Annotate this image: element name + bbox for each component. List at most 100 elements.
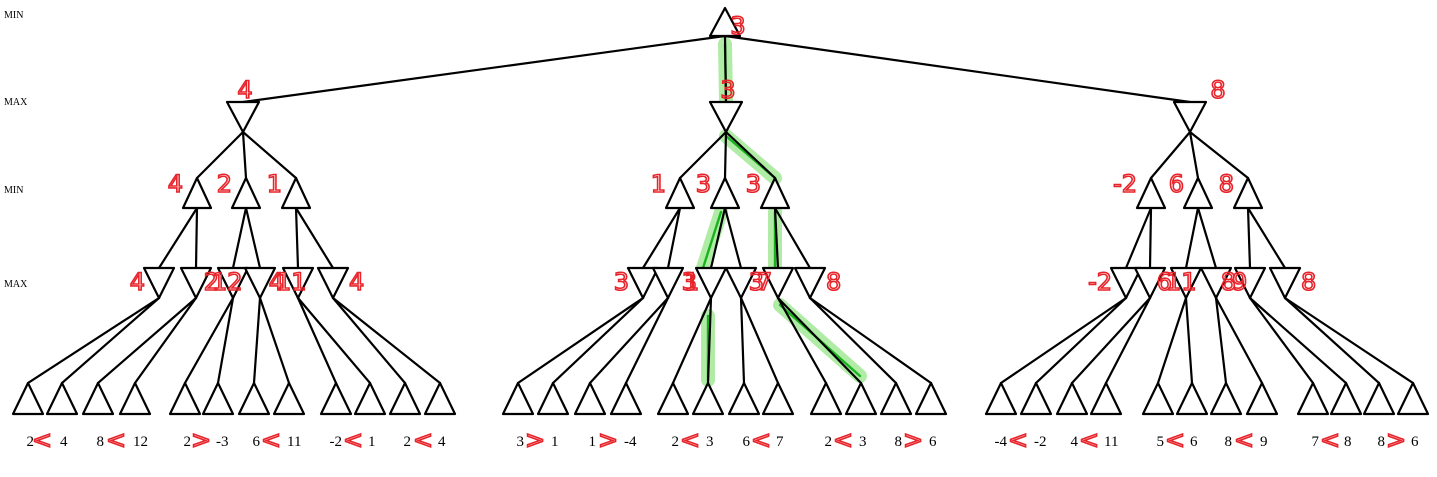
subtree-2-min-node-3 bbox=[759, 176, 791, 210]
subtree-1-leaf-value-12: 4 bbox=[438, 434, 446, 450]
subtree-1-max-node-1 bbox=[142, 266, 176, 300]
edge-max-3-2-leaf-3 bbox=[1070, 296, 1152, 385]
edge-max-1-6-leaf-12 bbox=[331, 296, 442, 385]
subtree-3-max-node-1 bbox=[1109, 266, 1143, 300]
subtree-3-value-annotation: 8 bbox=[1210, 76, 1225, 104]
subtree-2-comparison-4: < bbox=[751, 426, 771, 454]
subtree-3-leaf-node-3 bbox=[1055, 381, 1089, 416]
edge-subtree-1-min-2 bbox=[241, 130, 248, 180]
subtree-1-leaf-node-10 bbox=[353, 381, 387, 416]
subtree-3-comparison-3: < bbox=[1165, 426, 1185, 454]
subtree-2-min-annotation-1: 1 bbox=[651, 170, 666, 198]
subtree-2-comparison-1: > bbox=[525, 426, 545, 454]
highlight-line-3 bbox=[701, 210, 723, 270]
root-value-annotation: 3 bbox=[730, 12, 745, 40]
subtree-3-leaf-value-3: 4 bbox=[1071, 434, 1079, 450]
subtree-1-max-node-5 bbox=[281, 266, 315, 300]
subtree-2-comparison-6: > bbox=[903, 426, 923, 454]
subtree-2-leaf-node-11 bbox=[879, 381, 913, 416]
edge-max-2-1-leaf-2 bbox=[551, 296, 645, 385]
edge-max-1-5-leaf-10 bbox=[296, 296, 372, 385]
subtree-1-leaf-node-12 bbox=[423, 381, 457, 416]
edge-max-3-1-leaf-1 bbox=[999, 296, 1128, 385]
subtree-3-leaf-value-1: -4 bbox=[995, 434, 1008, 450]
edge-max-2-3-leaf-6 bbox=[706, 296, 713, 385]
subtree-1-leaf-node-3 bbox=[81, 381, 115, 416]
edge-root-subtree-1 bbox=[241, 34, 727, 104]
subtree-1-min-annotation-2: 2 bbox=[217, 170, 232, 198]
subtree-3-comparison-4: < bbox=[1234, 426, 1254, 454]
edge-max-3-3-leaf-5 bbox=[1156, 296, 1188, 385]
subtree-3-max-annotation-6: 8 bbox=[1301, 268, 1316, 296]
subtree-1-min-node-3 bbox=[280, 176, 312, 210]
subtree-1-leaf-node-5 bbox=[168, 381, 202, 416]
subtree-1-min-annotation-3: 1 bbox=[267, 170, 282, 198]
subtree-2-leaf-value-2: 1 bbox=[551, 434, 559, 450]
subtree-1-leaf-value-1: 2 bbox=[27, 434, 35, 450]
subtree-3-comparison-6: > bbox=[1386, 426, 1406, 454]
subtree-2-max-annotation-5: 3 bbox=[749, 268, 764, 296]
subtree-3-max-node bbox=[1172, 100, 1208, 134]
edge-max-3-1-leaf-2 bbox=[1034, 296, 1128, 385]
subtree-3-leaf-node-4 bbox=[1089, 381, 1123, 416]
edge-max-1-1-leaf-2 bbox=[60, 296, 161, 385]
subtree-2-leaf-value-11: 8 bbox=[895, 434, 903, 450]
subtree-1-comparison-5: < bbox=[343, 426, 363, 454]
subtree-1-leaf-value-2: 4 bbox=[60, 434, 68, 450]
subtree-1-comparison-3: > bbox=[191, 426, 211, 454]
subtree-3-max-annotation-4: 9 bbox=[1232, 268, 1247, 296]
subtree-2-leaf-node-7 bbox=[727, 381, 761, 416]
subtree-3-min-annotation-3: 8 bbox=[1219, 170, 1234, 198]
level-label-max-2: MAX bbox=[4, 279, 28, 290]
subtree-3-leaf-value-4: 11 bbox=[1104, 434, 1118, 450]
subtree-3-leaf-node-12 bbox=[1396, 381, 1430, 416]
edge-max-1-2-leaf-4 bbox=[133, 296, 198, 385]
subtree-1-leaf-node-1 bbox=[11, 381, 45, 416]
edge-subtree-3-min-1 bbox=[1149, 130, 1192, 180]
edge-subtree-2-min-2 bbox=[723, 130, 728, 180]
subtree-2-max-node-5 bbox=[761, 266, 795, 300]
subtree-1-max-node bbox=[225, 100, 261, 134]
subtree-2-min-node-2 bbox=[709, 176, 741, 210]
edge-max-1-6-leaf-11 bbox=[331, 296, 407, 385]
edge-max-2-3-leaf-5 bbox=[671, 296, 713, 385]
subtree-2-max-annotation-6: 8 bbox=[826, 268, 841, 296]
subtree-2-max-node-2 bbox=[651, 266, 685, 300]
subtree-2-leaf-node-5 bbox=[656, 381, 690, 416]
subtree-2-leaf-value-5: 2 bbox=[672, 434, 680, 450]
subtree-3-comparison-5: < bbox=[1320, 426, 1340, 454]
subtree-1-max-node-2 bbox=[179, 266, 213, 300]
subtree-3-max-annotation-3: 6 bbox=[1157, 268, 1172, 296]
subtree-2-max-node-1 bbox=[626, 266, 660, 300]
subtree-1-leaf-value-8: 11 bbox=[287, 434, 301, 450]
subtree-3-min-annotation-2: 6 bbox=[1169, 170, 1184, 198]
root-min-node bbox=[708, 6, 742, 38]
subtree-3-leaf-value-6: 6 bbox=[1190, 434, 1198, 450]
subtree-2-max-annotation-3: 3 bbox=[682, 268, 697, 296]
subtree-3-leaf-value-7: 8 bbox=[1225, 434, 1233, 450]
edge-max-2-5-leaf-10 bbox=[776, 296, 863, 385]
subtree-2-leaf-value-7: 6 bbox=[743, 434, 751, 450]
subtree-3-leaf-node-8 bbox=[1245, 381, 1279, 416]
subtree-1-leaf-value-4: 12 bbox=[133, 434, 148, 450]
subtree-1-max-annotation-4: 11 bbox=[276, 268, 307, 296]
subtree-3-leaf-node-10 bbox=[1329, 381, 1363, 416]
subtree-2-max-node-4 bbox=[724, 266, 758, 300]
subtree-2-leaf-value-9: 2 bbox=[825, 434, 833, 450]
subtree-3-leaf-node-9 bbox=[1296, 381, 1330, 416]
subtree-1-leaf-node-7 bbox=[237, 381, 271, 416]
edge-min-3-2-max-4 bbox=[1196, 206, 1218, 270]
subtree-3-max-node-5 bbox=[1233, 266, 1267, 300]
edge-max-1-4-leaf-7 bbox=[252, 296, 262, 385]
subtree-2-min-node-1 bbox=[664, 176, 696, 210]
edge-max-3-6-leaf-12 bbox=[1283, 296, 1415, 385]
subtree-1-value-annotation: 4 bbox=[237, 76, 252, 104]
edge-subtree-1-min-1 bbox=[195, 130, 245, 180]
subtree-1-leaf-value-5: 2 bbox=[184, 434, 192, 450]
subtree-3-max-node-3 bbox=[1169, 266, 1203, 300]
subtree-1-leaf-value-6: -3 bbox=[216, 434, 229, 450]
edge-min-2-3-max-6 bbox=[773, 206, 812, 270]
edge-max-2-4-leaf-7 bbox=[739, 296, 746, 385]
edge-subtree-2-min-3 bbox=[724, 130, 777, 180]
